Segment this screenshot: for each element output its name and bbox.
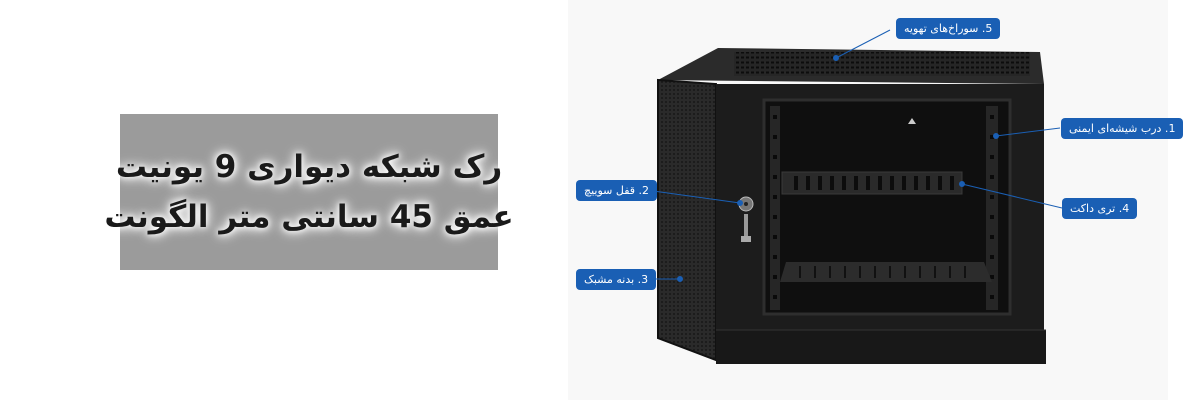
- rack-post-left: [770, 106, 780, 310]
- shelf-slots: [799, 266, 966, 278]
- ground-mark-icon: [908, 118, 916, 124]
- rack-side-panel: [658, 80, 716, 360]
- product-title-line-2: عمق 45 سانتی متر الگونت: [104, 199, 514, 235]
- product-title-line-1: رک شبکه دیواری 9 یونیت: [115, 149, 503, 185]
- top-vent-grille: [734, 52, 1030, 76]
- product-title-box: رک شبکه دیواری 9 یونیت عمق 45 سانتی متر …: [104, 114, 514, 270]
- callout-vents: 5. سوراخ‌های تهویه: [896, 18, 1001, 39]
- callout-lock: 2. قفل سوییچ: [576, 180, 658, 201]
- callout-lines: [645, 29, 1063, 282]
- shelf: [780, 262, 992, 282]
- cable-tray-slots: [794, 176, 954, 190]
- callout-tray: 4. تری داکت: [1062, 198, 1138, 219]
- rack-post-right: [986, 106, 998, 310]
- post-holes: [773, 115, 994, 299]
- callout-body: 3. بدنه مشبک: [576, 269, 657, 290]
- rack-base: [716, 330, 1046, 364]
- callout-glass-door: 1. درب شیشه‌ای ایمنی: [1061, 118, 1184, 139]
